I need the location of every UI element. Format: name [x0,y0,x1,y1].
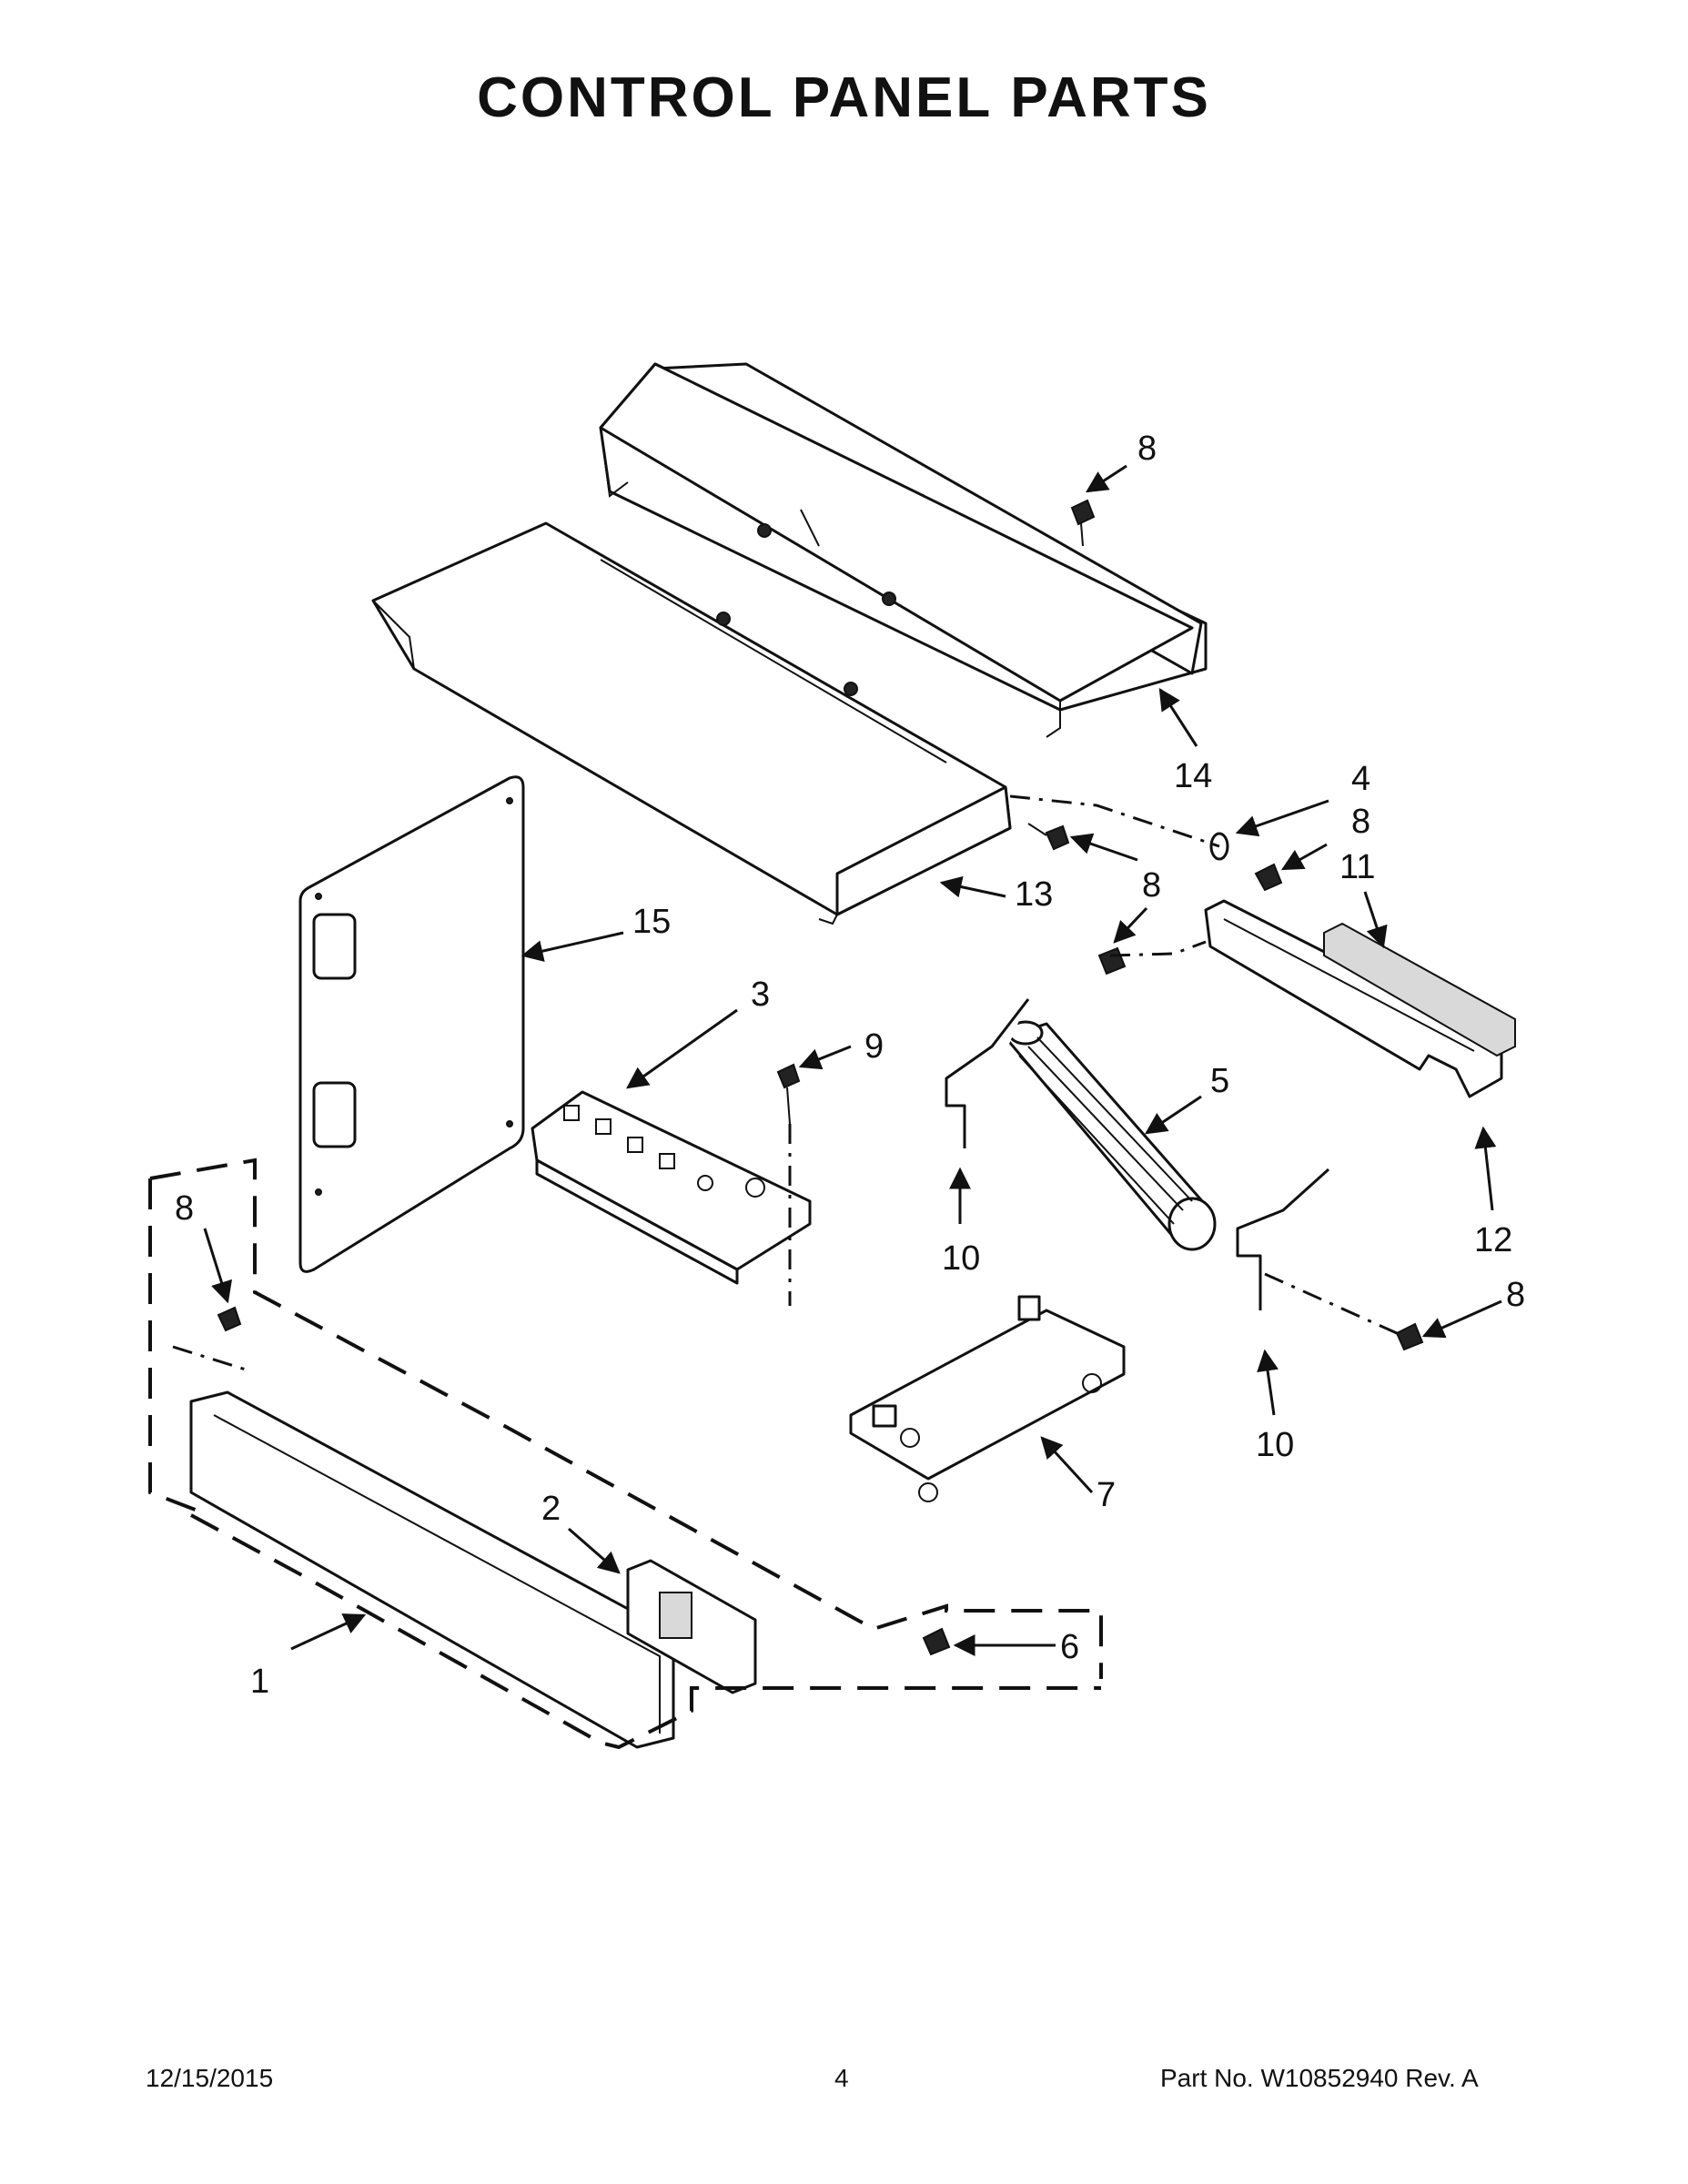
part-13-lower-cover [371,521,1012,925]
callout-2: 2 [541,1490,561,1528]
part-1-trim [189,1390,675,1749]
callout-3: 3 [751,976,770,1014]
footer-date: 12/15/2015 [146,2064,274,2092]
footer-part-number: Part No. W10852940 Rev. A [1160,2064,1479,2092]
callout-13: 13 [1015,875,1053,914]
callout-7: 7 [1097,1476,1116,1514]
assembly-lines [148,794,1398,1750]
callout-10: 10 [1256,1426,1294,1464]
callout-6: 6 [1060,1628,1079,1666]
part-10-bracket-right [1236,1168,1330,1310]
callout-8: 8 [1506,1276,1525,1314]
part-10-bracket-left [945,998,1030,1148]
part-7-power-board [849,1295,1126,1502]
callout-12: 12 [1474,1221,1512,1259]
callout-8: 8 [1137,430,1157,468]
part-15-back-panel [298,775,525,1273]
callout-5: 5 [1210,1062,1229,1100]
callout-9: 9 [864,1027,884,1066]
callout-1: 1 [250,1663,269,1701]
part-14-upper-cover [599,362,1208,738]
callout-10: 10 [942,1239,980,1278]
part-2-touch-control [626,1559,757,1694]
callout-4: 4 [1351,760,1370,798]
callout-8: 8 [1142,866,1161,905]
footer-page-number: 4 [834,2064,849,2092]
part-11-foam-strip [1323,922,1516,1057]
callout-14: 14 [1174,757,1212,795]
callout-11: 11 [1339,848,1375,886]
callout-8: 8 [175,1189,194,1228]
callout-8: 8 [1351,803,1370,841]
part-5-blower-fan [1004,1020,1217,1251]
screws [217,499,1424,1656]
callout-15: 15 [632,903,671,941]
callout-leaders [203,464,1502,1656]
part-3-control-board [531,1090,812,1285]
callout-labels: 8 14 4 8 11 8 13 15 3 9 5 10 12 8 10 7 8… [175,430,1525,1701]
page-title: CONTROL PANEL PARTS [477,66,1211,129]
